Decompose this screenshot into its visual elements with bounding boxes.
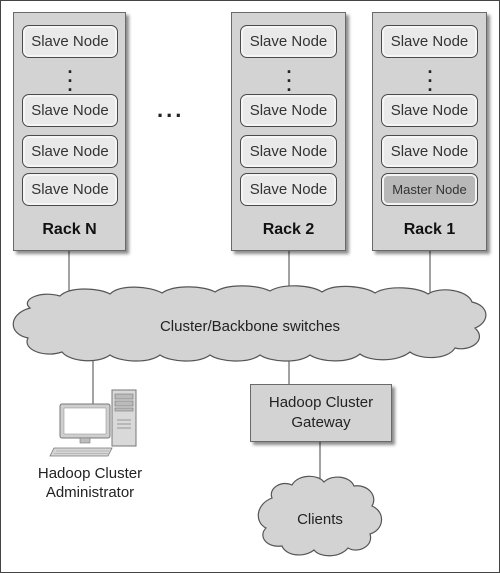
rack-1: Slave Node ... Slave Node Slave Node Mas…: [372, 12, 487, 251]
clients-label: Clients: [297, 511, 343, 528]
slave-node: Slave Node: [381, 25, 478, 58]
vertical-ellipsis: ...: [67, 57, 73, 95]
rack-2: Slave Node ... Slave Node Slave Node Sla…: [231, 12, 346, 251]
rack-label: Rack 1: [403, 221, 456, 238]
admin-label-line1: Hadoop Cluster: [37, 465, 143, 482]
slave-node: Slave Node: [22, 173, 118, 206]
slave-node: Slave Node: [381, 94, 478, 127]
slave-node: Slave Node: [22, 25, 118, 58]
gateway-label-line1: Hadoop Cluster: [268, 394, 374, 411]
vertical-ellipsis: ...: [286, 57, 292, 95]
slave-node: Slave Node: [22, 135, 118, 168]
vertical-ellipsis: ...: [427, 57, 433, 95]
slave-node: Slave Node: [240, 94, 337, 127]
backbone-cloud: [12, 285, 487, 362]
slave-node: Slave Node: [381, 135, 478, 168]
rack-label: Rack N: [42, 221, 97, 238]
admin-label-line2: Administrator: [45, 484, 135, 501]
gateway-label-line2: Gateway: [291, 414, 351, 431]
clients-cloud: [257, 475, 383, 557]
master-node: Master Node: [381, 173, 478, 206]
slave-node: Slave Node: [240, 173, 337, 206]
rack-n: Slave Node ... Slave Node Slave Node Sla…: [13, 12, 126, 251]
horizontal-ellipsis: ...: [157, 97, 185, 122]
slave-node: Slave Node: [240, 25, 337, 58]
desktop-computer-icon: [49, 389, 137, 457]
backbone-label: Cluster/Backbone switches: [159, 318, 341, 335]
slave-node: Slave Node: [240, 135, 337, 168]
hadoop-cluster-gateway: Hadoop Cluster Gateway: [250, 384, 392, 442]
rack-label: Rack 2: [262, 221, 315, 238]
slave-node: Slave Node: [22, 94, 118, 127]
admin-label: Hadoop Cluster Administrator: [20, 464, 160, 502]
